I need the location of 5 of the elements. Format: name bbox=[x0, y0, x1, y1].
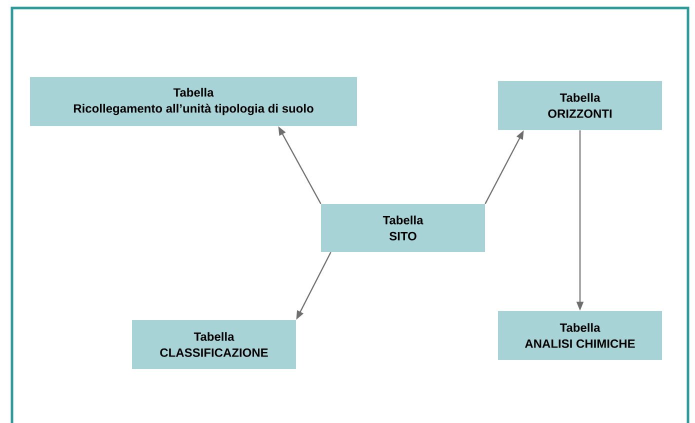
table-box: Tabella CLASSIFICAZIONE bbox=[132, 320, 296, 369]
table-box: Tabella Ricollegamento all’unità tipologia di suolo bbox=[30, 77, 357, 126]
table-box: Tabella SITO bbox=[321, 204, 485, 252]
table-box: Tabella ANALISI CHIMICHE bbox=[498, 311, 662, 360]
table-box: Tabella ORIZZONTI bbox=[498, 81, 662, 130]
